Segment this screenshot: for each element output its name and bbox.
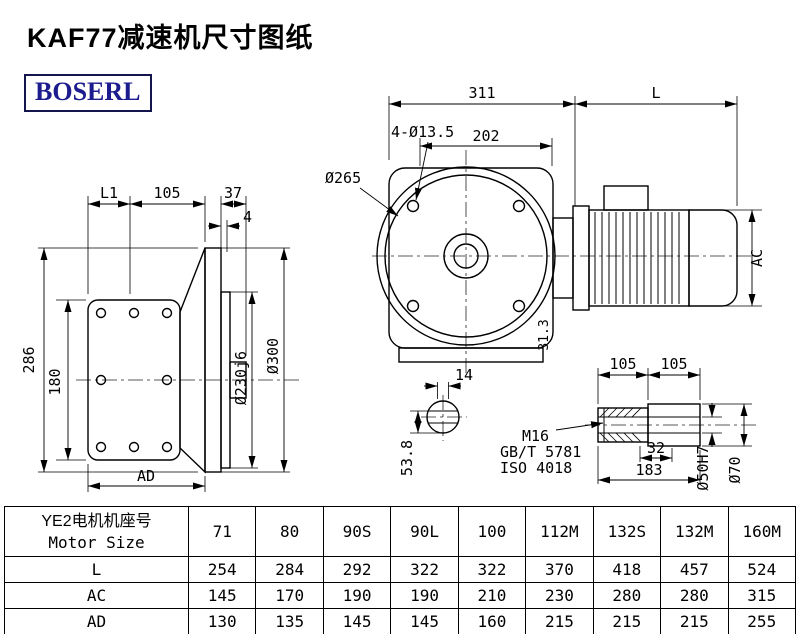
table-cell: 418 [592,556,662,583]
table-cell: 190 [322,582,392,609]
table-cell: 255 [727,608,796,634]
label-m16: M16 [522,427,549,445]
motor [552,185,738,311]
technical-drawing: 311 L 4-Ø13.5 202 Ø265 AC 31.3 L1 105 37… [20,84,766,492]
table-header-row: YE2电机机座号 Motor Size 71 80 90S 90L 100 11… [4,506,796,557]
dim-53-8: 53.8 [398,440,416,476]
dim-311: 311 [468,84,495,102]
dim-l1: L1 [100,184,118,202]
table-cell: 190 [390,582,459,609]
table-cell: 322 [390,556,459,583]
table-cell: 370 [525,556,594,583]
dim-4: 4 [243,208,252,226]
table-row-label: L [4,556,189,583]
dimension-labels: 311 L 4-Ø13.5 202 Ø265 AC 31.3 L1 105 37… [20,84,766,491]
table-col-header: 132S [592,506,662,557]
dim-286: 286 [20,346,38,373]
table-col-header: 132M [660,506,729,557]
dim-31-3: 31.3 [537,319,552,350]
label-gbt-5781: GB/T 5781 [500,443,581,461]
dim-180: 180 [46,368,64,395]
table-col-header: 100 [457,506,527,557]
dim-motor-length: L [651,84,660,102]
label-iso-4018: ISO 4018 [500,459,572,477]
table-col-header: 112M [525,506,594,557]
dim-202: 202 [472,127,499,145]
dim-shaft-od: Ø70 [726,456,744,483]
dim-bolt-holes: 4-Ø13.5 [391,123,454,141]
dim-pilot-dia: Ø230j6 [232,351,250,405]
motor-size-header-cn: YE2电机机座号 [41,513,152,531]
dim-ad: AD [137,467,155,485]
table-cell: 280 [660,582,729,609]
dim-bore-dia: Ø50H7 [694,445,712,490]
table-cell: 292 [322,556,392,583]
gearbox-side-view [87,247,247,474]
motor-size-header: YE2电机机座号 Motor Size [4,506,189,557]
table-col-header: 90L [390,506,459,557]
motor-size-header-en: Motor Size [48,532,145,552]
table-cell: 210 [457,582,527,609]
table-cell: 145 [322,608,392,634]
table-cell: 145 [187,582,257,609]
table-cell: 230 [525,582,594,609]
dim-shaft-105a: 105 [609,355,636,373]
table-row-AC: AC 145 170 190 190 210 230 280 280 315 [4,582,796,609]
table-cell: 145 [390,608,459,634]
table-cell: 135 [255,608,324,634]
table-row-label: AC [4,582,189,609]
table-col-header: 160M [727,506,796,557]
dimension-lines [40,100,756,490]
table-row-AD: AD 130 135 145 145 160 215 215 215 255 [4,608,796,634]
dim-flange-od: Ø300 [264,338,282,374]
centerlines [76,150,757,441]
dim-flange-dia: Ø265 [325,169,361,187]
table-cell: 215 [592,608,662,634]
table-cell: 130 [187,608,257,634]
dimension-table: YE2电机机座号 Motor Size 71 80 90S 90L 100 11… [4,506,796,634]
dim-183: 183 [635,461,662,479]
table-row-L: L 254 284 292 322 322 370 418 457 524 [4,556,796,583]
table-cell: 160 [457,608,527,634]
brand-logo: BOSERL [24,74,152,112]
dim-shaft-105b: 105 [660,355,687,373]
table-col-header: 80 [255,506,324,557]
table-cell: 254 [187,556,257,583]
table-cell: 322 [457,556,527,583]
table-cell: 524 [727,556,796,583]
table-col-header: 71 [187,506,257,557]
dim-key-14: 14 [455,366,473,384]
table-cell: 315 [727,582,796,609]
table-cell: 215 [660,608,729,634]
dim-37: 37 [224,184,242,202]
table-row-label: AD [4,608,189,634]
dim-32: 32 [647,439,665,457]
table-cell: 284 [255,556,324,583]
dim-105: 105 [153,184,180,202]
table-cell: 215 [525,608,594,634]
table-cell: 457 [660,556,729,583]
table-cell: 280 [592,582,662,609]
dim-ac: AC [748,249,766,267]
table-cell: 170 [255,582,324,609]
page-title: KAF77减速机尺寸图纸 [27,23,314,53]
table-col-header: 90S [322,506,392,557]
geometry [87,166,738,474]
